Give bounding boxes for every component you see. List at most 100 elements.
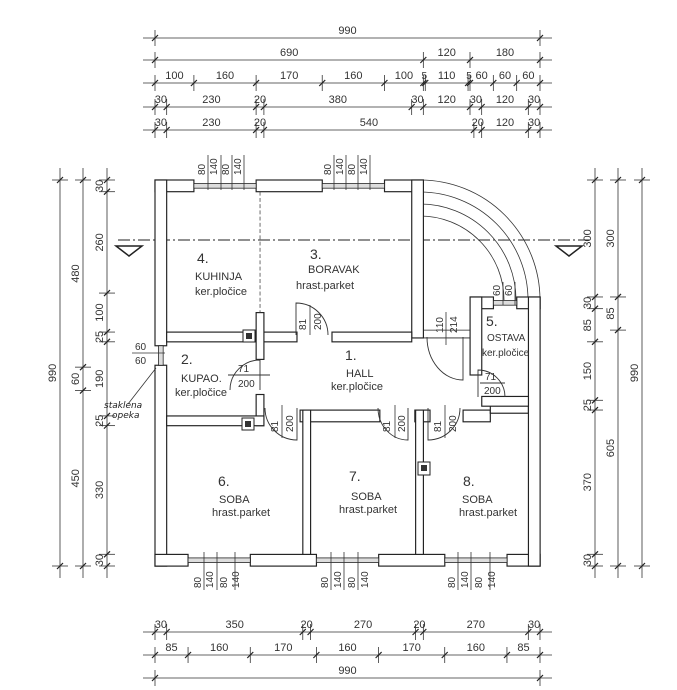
window-label: 140 [333, 571, 344, 588]
dimension-tick [524, 628, 532, 636]
dimension-tick [79, 176, 87, 184]
door-label: 71 [238, 364, 250, 375]
dimension-label: 30 [528, 117, 540, 129]
dimension-label: 160 [210, 642, 228, 654]
room-2-kupaona: 2. KUPAO. ker.pločice [175, 351, 227, 399]
room-name: KUHINJA [195, 271, 243, 283]
window-label: 140 [460, 571, 471, 588]
dimension-label: 60 [522, 70, 534, 82]
entrance-steps [419, 179, 541, 301]
dimension-label: 170 [274, 642, 292, 654]
dimension-tick [470, 126, 478, 134]
room-floor: hrast.parket [459, 507, 517, 519]
dimension-label: 25 [94, 331, 106, 343]
door-label: 81 [382, 420, 393, 432]
dimension-tick [252, 79, 260, 87]
window-label: 80 [221, 163, 232, 175]
dimension-label: 30 [155, 619, 167, 631]
dimension-tick [591, 550, 599, 558]
dimension-tick [103, 562, 111, 570]
dimension-tick [614, 326, 622, 334]
dimension-label: 30 [528, 94, 540, 106]
dimension-tick [103, 422, 111, 430]
glass-block-note: staklena [104, 401, 142, 411]
window-label: 80 [347, 576, 358, 588]
dimension-tick [536, 126, 544, 134]
window-label: 80 [197, 163, 208, 175]
dimension-label: 540 [360, 117, 378, 129]
dimension-tick [591, 406, 599, 414]
dimension-label: 60 [70, 373, 82, 385]
dimension-tick [103, 338, 111, 346]
dimension-label: 100 [94, 303, 106, 321]
dimension-label: 120 [437, 94, 455, 106]
dimension-tick [246, 651, 254, 659]
dimension-label: 120 [437, 47, 455, 59]
dimension-label: 30 [155, 94, 167, 106]
window-label: 80 [219, 576, 230, 588]
window-label: 60 [135, 342, 147, 353]
room-floor: hrast.parket [339, 504, 397, 516]
dimension-tick [466, 103, 474, 111]
dimension-tick [638, 176, 646, 184]
room-floor: ker.pločice [482, 348, 530, 359]
dimension-tick [103, 188, 111, 196]
dimension-label: 85 [517, 642, 529, 654]
dimension-label: 990 [338, 665, 356, 677]
door-label: 200 [397, 415, 408, 432]
dimension-label: 30 [155, 117, 167, 129]
dimension-label: 20 [472, 117, 484, 129]
dimension-label: 60 [499, 70, 511, 82]
dimension-tick [318, 79, 326, 87]
dimension-label: 30 [94, 554, 106, 566]
dimension-tick [190, 79, 198, 87]
room-number: 4. [197, 250, 209, 266]
window-label: 80 [474, 576, 485, 588]
window-label: 140 [233, 158, 244, 175]
room-name: HALL [346, 368, 374, 380]
dimension-tick [638, 562, 646, 570]
room-floor: hrast.parket [212, 507, 270, 519]
dimension-label: 30 [411, 94, 423, 106]
dimension-label: 20 [413, 619, 425, 631]
dimension-tick [151, 674, 159, 682]
dimension-tick [312, 651, 320, 659]
window-label: 140 [360, 571, 371, 588]
door-kupaona-swing [229, 359, 261, 391]
dimension-tick [536, 56, 544, 64]
dimension-tick [466, 79, 474, 87]
room-floor: hrast.parket [296, 280, 354, 292]
dimension-tick [375, 651, 383, 659]
dimension-label: 30 [582, 554, 594, 566]
dimension-label: 690 [280, 47, 298, 59]
dimension-label: 120 [496, 117, 514, 129]
dimension-label: 25 [582, 399, 594, 411]
window-label: 80 [347, 163, 358, 175]
dimension-label: 300 [605, 229, 617, 247]
door-label: 200 [484, 386, 501, 397]
dimension-tick [163, 103, 171, 111]
dimension-label: 370 [582, 473, 594, 491]
dimension-tick [591, 176, 599, 184]
door-label: 81 [298, 318, 309, 330]
doors [228, 302, 506, 441]
dimension-tick [419, 56, 427, 64]
dimension-tick [103, 550, 111, 558]
room-floor: ker.pločice [195, 286, 247, 298]
window-label: 60 [135, 356, 147, 367]
door-label: 71 [485, 372, 497, 383]
dimension-label: 30 [528, 619, 540, 631]
room-6-soba: 6. SOBA hrast.parket [212, 473, 270, 519]
dimension-label: 30 [470, 94, 482, 106]
window-label: 60 [504, 284, 515, 296]
room-number: 8. [463, 473, 475, 489]
door-soba7-swing [377, 407, 409, 441]
dimension-tick [591, 305, 599, 313]
door-ostava-swing [477, 369, 506, 398]
dimension-label: 260 [94, 233, 106, 251]
dimension-tick [381, 79, 388, 87]
dimension-tick [591, 396, 599, 404]
room-number: 6. [218, 473, 230, 489]
